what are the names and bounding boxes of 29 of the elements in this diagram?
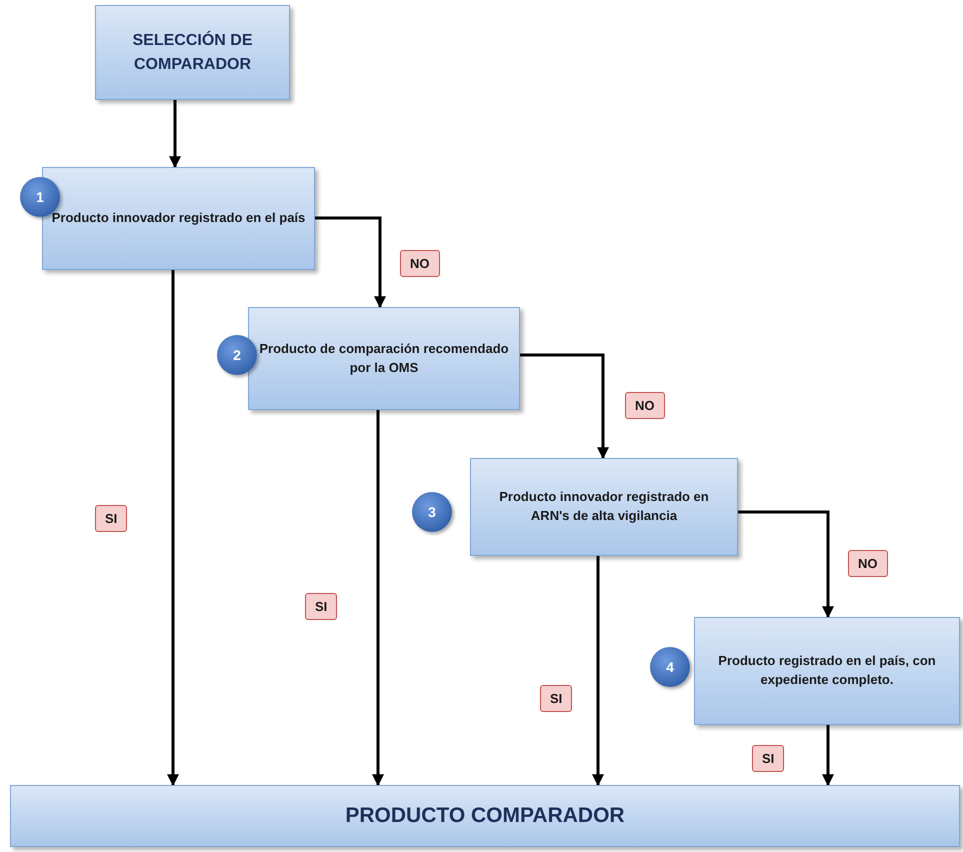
arrow — [315, 216, 386, 308]
edge-label: NO — [848, 550, 888, 577]
arrow — [167, 270, 179, 786]
process-box — [694, 617, 960, 725]
edge-label: SI — [95, 505, 128, 532]
step-number: 4 — [650, 647, 690, 687]
arrow — [738, 510, 834, 618]
edge-label: NO — [400, 250, 440, 277]
arrow — [520, 354, 609, 460]
process-box — [248, 307, 520, 410]
arrow — [372, 410, 384, 786]
process-box — [95, 5, 290, 100]
arrow — [592, 556, 604, 786]
arrow — [822, 725, 834, 786]
box-text: Producto innovador registrado en ARN's de alta vigilancia — [498, 488, 710, 525]
box-text: Producto de comparación recomendado por la OMS — [258, 340, 510, 377]
edge-label: NO — [625, 392, 664, 419]
step-number: 2 — [217, 335, 257, 375]
arrow — [169, 100, 181, 168]
edge-label: SI — [752, 745, 784, 772]
edge-label: SI — [540, 685, 572, 712]
process-box — [42, 167, 315, 270]
process-box — [10, 785, 960, 847]
edge-label: SI — [305, 593, 338, 620]
box-text: PRODUCTO COMPARADOR — [344, 802, 626, 829]
step-number: 3 — [412, 492, 452, 532]
process-box — [470, 458, 738, 556]
box-text: Producto registrado en el país, con expediente completo. — [717, 652, 937, 689]
box-text: SELECCIÓN DE COMPARADOR — [131, 30, 254, 74]
